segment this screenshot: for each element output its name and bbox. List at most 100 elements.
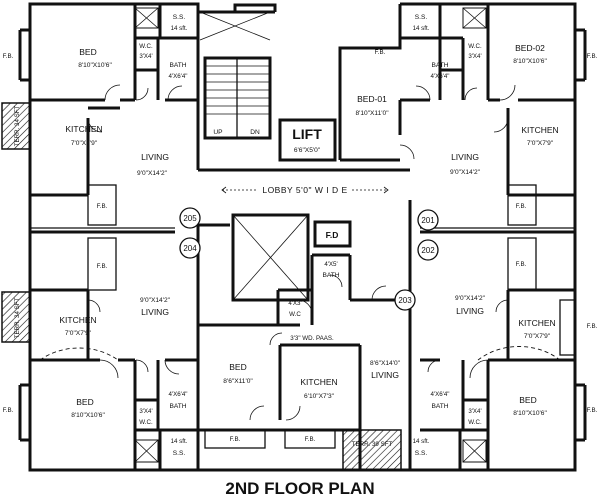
living-204-name: LIVING (141, 307, 169, 317)
ss-204-name: S.S. (173, 450, 186, 457)
bed-203-name: BED (229, 362, 246, 372)
living-205-dim: 9'0"X14'2" (137, 170, 168, 177)
labels: BED 8'10"X10'6" S.S. 14 sft. W.C. 3'X4' … (3, 14, 598, 498)
terrace-204 (1, 291, 31, 343)
wc-204-name: W.C. (139, 419, 153, 426)
living-202-dim: 9'0"X14'2" (455, 295, 486, 302)
ss-205-name: S.S. (173, 14, 186, 21)
fb-205-a: F.B. (3, 53, 14, 60)
bath-205-dim: 4'X6'4" (168, 73, 187, 80)
bath-204-dim: 4'X6'4" (168, 391, 187, 398)
ss-201-area: 14 sft. (413, 25, 430, 32)
outer-walls (28, 2, 577, 472)
stair-dn: DN (250, 129, 260, 136)
wd-paas-label: 3'3" WD. PAAS. (290, 335, 334, 342)
door-swings-right (399, 84, 561, 379)
bed01-201-dim: 8'10"X11'0" (355, 110, 389, 117)
bed-204-dim: 8'10"X10'6" (71, 412, 105, 419)
bath-202-dim: 4'X6'4" (430, 391, 449, 398)
terr-bottom-label: TERR. 39 SFT (352, 441, 393, 448)
fb-201-b: F.B. (587, 53, 598, 60)
kitchen-204-dim: 7'0"X7'9" (65, 330, 92, 337)
fb-203-a: F.B. (230, 436, 241, 443)
lift-label: LIFT (292, 126, 322, 142)
wc-205-name: W.C. (139, 43, 153, 50)
stair-up: UP (213, 129, 223, 136)
wc-203-dim: 4'X3' (288, 300, 301, 307)
duct-205 (134, 7, 159, 29)
living-204-dim: 9'0"X14'2" (140, 297, 171, 304)
lobby-label: LOBBY 5'0" W I D E (262, 185, 347, 195)
bed02-201-dim: 8'10"X10'6" (513, 58, 547, 65)
fb-201-c: F.B. (516, 203, 527, 210)
fb-202-a: F.B. (516, 261, 527, 268)
wc-201-name: W.C. (468, 43, 482, 50)
flat-205-number: 205 (183, 214, 197, 223)
terrace-205 (1, 102, 31, 150)
bed-204-name: BED (76, 397, 93, 407)
bed-202-name: BED (519, 395, 536, 405)
flat-202-walls (420, 288, 587, 470)
kitchen-201-name: KITCHEN (521, 125, 558, 135)
wc-204-dim: 3'X4' (139, 408, 152, 415)
plan-title: 2ND FLOOR PLAN (225, 479, 374, 498)
fb-201-a: F.B. (375, 49, 386, 56)
bed02-201-name: BED-02 (515, 43, 545, 53)
living-203-name: LIVING (371, 370, 399, 380)
fb-204-b: F.B. (3, 407, 14, 414)
kitchen-202-name: KITCHEN (518, 318, 555, 328)
bath-201-name: BATH (431, 62, 448, 69)
bed-205-dim: 8'10"X10'6" (78, 62, 112, 69)
kitchen-202-dim: 7'0"X7'9" (524, 333, 551, 340)
bath-201-dim: 4'X6'4" (430, 73, 449, 80)
flat-204-walls (18, 288, 198, 470)
terrace-bottom (342, 429, 402, 471)
fb-202-c: F.B. (587, 407, 598, 414)
flat-203-number: 203 (398, 296, 412, 305)
fb-205-b: F.B. (97, 203, 108, 210)
ss-201-name: S.S. (415, 14, 428, 21)
fb-203-b: F.B. (305, 436, 316, 443)
flat-205-walls (18, 4, 198, 291)
bed01-201-name: BED-01 (357, 94, 387, 104)
fb-202-b: F.B. (587, 323, 598, 330)
ss-202-name: S.S. (415, 450, 428, 457)
living-201-name: LIVING (451, 152, 479, 162)
living-205-name: LIVING (141, 152, 169, 162)
wc-203-name: W.C (289, 311, 301, 318)
lobby-arrows (221, 186, 389, 194)
bath-205-name: BATH (169, 62, 186, 69)
bed-205-name: BED (79, 47, 96, 57)
core-walls (198, 11, 410, 470)
ss-204-area: 14 sft. (171, 438, 188, 445)
flat-202-number: 202 (421, 246, 435, 255)
living-201-dim: 9'0"X14'2" (450, 169, 481, 176)
terr-205: TERR. 34 SFT (14, 105, 21, 146)
bed-202-dim: 8'10"X10'6" (513, 410, 547, 417)
door-swings-core (249, 274, 387, 421)
kitchen-205-dim: 7'0"X7'9" (71, 140, 98, 147)
kitchen-203-name: KITCHEN (300, 377, 337, 387)
fd-label: F.D (326, 230, 339, 240)
kitchen-201-dim: 7'0"X7'9" (527, 140, 554, 147)
lift-dim: 6'6"X5'0" (294, 147, 321, 154)
ss-205-area: 14 sft. (171, 25, 188, 32)
bath-202-name: BATH (431, 403, 448, 410)
kitchen-203-dim: 6'10"X7'3" (304, 393, 335, 400)
flat-number-markers (179, 207, 439, 311)
fb-204-a: F.B. (97, 263, 108, 270)
bed-203-dim: 8'6"X11'0" (223, 378, 253, 385)
duct-201 (462, 7, 487, 29)
bath-203-dim: 4'X5' (324, 261, 337, 268)
door-swings-left (39, 84, 183, 379)
bath-204-name: BATH (169, 403, 186, 410)
flat-204-number: 204 (183, 244, 197, 253)
kitchen-205-name: KITCHEN (65, 124, 102, 134)
wc-205-dim: 3'X4' (139, 53, 152, 60)
wc-202-name: W.C. (468, 419, 482, 426)
ss-202-area: 14 sft. (413, 438, 430, 445)
bath-203-name: BATH (322, 272, 339, 279)
wc-201-dim: 3'X4' (468, 53, 481, 60)
terr-204: TERR. 34 SFT (14, 297, 21, 338)
